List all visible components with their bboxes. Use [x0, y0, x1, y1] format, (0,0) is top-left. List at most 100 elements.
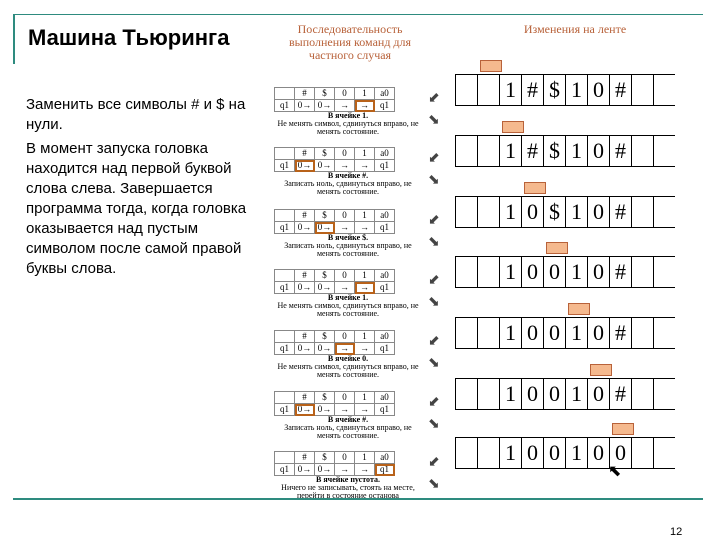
tape-cell — [455, 318, 477, 348]
table-cell: 0→ — [314, 342, 335, 355]
step-caption: В ячейке 1.Не менять символ, сдвинуться … — [274, 294, 422, 318]
table-cell: q1 — [374, 159, 395, 172]
tape-cell: 1 — [565, 318, 587, 348]
table-header-cell: $ — [314, 391, 335, 404]
step-caption-title: В ячейке #. — [327, 415, 369, 424]
step-caption: В ячейке 1.Не менять символ, сдвинуться … — [274, 112, 422, 136]
tape-cell: 0 — [587, 318, 609, 348]
step-caption-text: Ничего не записывать, стоять на месте, п… — [281, 483, 415, 500]
tape-cell: 0 — [521, 379, 543, 409]
table-header-cell: 1 — [354, 269, 375, 282]
table-cell: 0→ — [314, 159, 335, 172]
step-caption-text: Не менять символ, сдвинуться вправо, не … — [277, 362, 419, 379]
table-header-cell: # — [294, 87, 315, 100]
step-caption-text: Не менять символ, сдвинуться вправо, не … — [277, 119, 419, 136]
table-header-cell: 1 — [354, 209, 375, 222]
table-cell: 0→ — [294, 463, 315, 476]
table-cell: q1 — [374, 281, 395, 294]
step-caption-text: Записать ноль, сдвинуться вправо, не мен… — [284, 423, 412, 440]
tape-cell: $ — [543, 75, 565, 105]
tape-cell: 0 — [521, 257, 543, 287]
tape-cell — [455, 197, 477, 227]
table-cell: 0→ — [314, 99, 335, 112]
tape-cell: # — [609, 75, 631, 105]
table-header-cell: 0 — [334, 87, 355, 100]
table-cell: q1 — [374, 403, 395, 416]
table-header-cell: a0 — [374, 87, 395, 100]
table-header-cell: a0 — [374, 451, 395, 464]
step-caption: В ячейке 0.Не менять символ, сдвинуться … — [274, 355, 422, 379]
tape-cell — [653, 197, 675, 227]
table-header-cell: 0 — [334, 391, 355, 404]
table-cell: → — [354, 403, 375, 416]
arrow-icon: ⬋ — [428, 453, 440, 469]
tape-cell — [455, 136, 477, 166]
tape-cell — [477, 438, 499, 468]
tape-cell: 0 — [543, 379, 565, 409]
table-header-cell: 1 — [354, 391, 375, 404]
table-cell: → — [334, 463, 355, 476]
step-caption-title: В ячейке 0. — [327, 354, 369, 363]
table-cell: → — [354, 281, 375, 294]
table-header-cell: a0 — [374, 269, 395, 282]
tape-cell: 0 — [609, 438, 631, 468]
table-header-cell: 1 — [354, 147, 375, 160]
tape-cell: 0 — [587, 438, 609, 468]
table-header-cell — [274, 391, 295, 404]
step-caption: В ячейке пустота.Ничего не записывать, с… — [274, 476, 422, 500]
arrow-icon: ⬊ — [428, 415, 440, 431]
table-cell: q1 — [274, 221, 295, 234]
task-paragraph: Заменить все символы # и $ на нули. — [26, 96, 246, 133]
table-cell: 0→ — [314, 281, 335, 294]
tape-cell — [653, 318, 675, 348]
tape-cell: 1 — [565, 379, 587, 409]
tape-cell: 0 — [543, 438, 565, 468]
table-cell: → — [334, 403, 355, 416]
table-header-cell: a0 — [374, 391, 395, 404]
tape-cell: $ — [543, 136, 565, 166]
table-header-cell: 1 — [354, 330, 375, 343]
arrow-icon: ⬊ — [428, 475, 440, 491]
table-cell: → — [354, 342, 375, 355]
tape-cell — [455, 438, 477, 468]
tape-cell: 1 — [499, 379, 521, 409]
table-header-cell: 1 — [354, 451, 375, 464]
arrow-icon: ⬋ — [428, 149, 440, 165]
arrow-icon: ⬊ — [428, 171, 440, 187]
tape-cell: # — [609, 197, 631, 227]
tape-head — [612, 423, 634, 435]
arrow-icon: ⬋ — [428, 89, 440, 105]
footer-rule — [13, 498, 703, 500]
step-caption: В ячейке $.Записать ноль, сдвинуться впр… — [274, 234, 422, 258]
step-caption: В ячейке #.Записать ноль, сдвинуться впр… — [274, 172, 422, 196]
table-cell: q1 — [374, 221, 395, 234]
arrow-icon: ⬊ — [428, 233, 440, 249]
tape-cell — [455, 257, 477, 287]
table-cell: → — [334, 342, 355, 355]
table-cell: → — [354, 159, 375, 172]
arrow-icon: ⬋ — [428, 271, 440, 287]
table-cell: 0→ — [294, 281, 315, 294]
tape-cell: 1 — [565, 75, 587, 105]
table-header-cell: # — [294, 391, 315, 404]
arrow-icon: ⬊ — [428, 111, 440, 127]
table-header-cell: a0 — [374, 330, 395, 343]
tape-cell: 0 — [521, 438, 543, 468]
mouse-cursor-icon: ⬉ — [608, 463, 622, 480]
tape-cell — [455, 379, 477, 409]
tape-cell: 0 — [587, 257, 609, 287]
tape-cell: 1 — [565, 438, 587, 468]
tape-cell: 1 — [499, 438, 521, 468]
step-caption-text: Не менять символ, сдвинуться вправо, не … — [277, 301, 419, 318]
tape-cell — [653, 438, 675, 468]
title-accent-bar — [13, 14, 15, 64]
tape-cell — [477, 318, 499, 348]
